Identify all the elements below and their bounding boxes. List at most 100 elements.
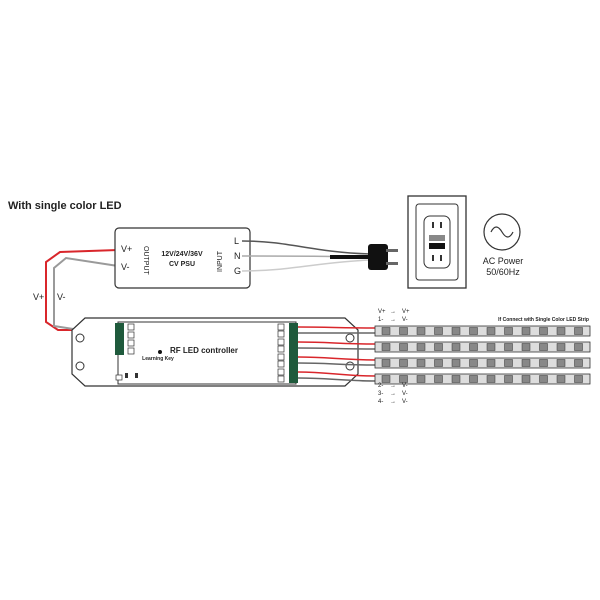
led-chip (521, 359, 531, 367)
wire-vminus (297, 347, 377, 350)
map-to: V- (402, 391, 408, 397)
psu-type: CV PSU (169, 261, 195, 268)
map-to: V- (402, 317, 408, 323)
psu-n-label: N (234, 251, 241, 261)
ac-sine-icon (483, 213, 521, 251)
ac-wire-g (241, 259, 371, 272)
ac-power-label: AC Power (483, 256, 524, 266)
led-chip (399, 327, 408, 335)
arrow: → (390, 399, 396, 405)
led-chip (539, 375, 548, 383)
rf-led-controller (71, 317, 359, 387)
led-chip (434, 359, 443, 367)
led-chip (521, 375, 531, 383)
led-chip (381, 359, 391, 367)
psu-vminus-label: V- (121, 262, 130, 272)
led-chip (399, 343, 408, 351)
learning-key-button (158, 350, 162, 354)
diagram-title: With single color LED (8, 200, 122, 212)
led-chip (539, 327, 548, 335)
controller-name: RF LED controller (170, 346, 238, 355)
map-to: V- (402, 383, 408, 389)
led-chip (539, 343, 548, 351)
psu-l-label: L (234, 236, 239, 246)
map-from: 3- (378, 391, 383, 397)
led-chip (381, 375, 391, 383)
psu-model: 12V/24V/36V (161, 251, 203, 258)
wire-vplus (297, 326, 377, 329)
led-chip (521, 343, 531, 351)
strip-note: If Connect with Single Color LED Strip (498, 317, 589, 323)
arrow: → (390, 391, 396, 397)
led-chip (469, 343, 478, 351)
led-chip (521, 327, 531, 335)
led-strip (374, 357, 591, 369)
led-strip (374, 325, 591, 337)
led-chip (486, 359, 496, 367)
map-from: 2- (378, 383, 383, 389)
led-chip (399, 359, 408, 367)
led-chip (451, 359, 461, 367)
psu-g-label: G (234, 266, 241, 276)
ac-frequency-label: 50/60Hz (486, 267, 520, 277)
plug-icon (368, 244, 398, 270)
learning-key-label: Learning Key (142, 356, 174, 362)
map-to: V+ (402, 309, 410, 315)
output-wires (297, 326, 377, 382)
psu-vplus-label: V+ (121, 244, 132, 254)
output-terminal (289, 323, 298, 383)
led-strip (374, 373, 591, 385)
led-chip (434, 327, 443, 335)
arrow: → (390, 383, 396, 389)
map-from: V+ (378, 309, 386, 315)
led-chip (574, 375, 583, 383)
wire-vplus (297, 356, 377, 361)
led-chip (434, 375, 443, 383)
led-chip (469, 359, 478, 367)
led-chip (556, 343, 566, 351)
led-chip (486, 327, 496, 335)
psu-output-label: OUTPUT (142, 246, 149, 276)
wire-label-vminus: V- (57, 292, 66, 302)
led-chip (399, 375, 408, 383)
wire-vminus (297, 362, 377, 366)
led-chip (416, 375, 426, 383)
led-chip (451, 375, 461, 383)
led-chip (574, 343, 583, 351)
led-chip (486, 343, 496, 351)
wire-vplus (297, 371, 377, 377)
vplus-wire (45, 249, 119, 331)
led-chip (556, 375, 566, 383)
led-chip (451, 343, 461, 351)
map-from: 4- (378, 399, 383, 405)
led-chip (539, 359, 548, 367)
psu-input-label: INPUT (217, 250, 224, 272)
arrow: → (390, 309, 396, 315)
led-chip (556, 327, 566, 335)
led-chip (556, 359, 566, 367)
led-chip (504, 375, 513, 383)
wire-vminus (297, 377, 377, 382)
led-chip (381, 327, 391, 335)
led-chip (504, 327, 513, 335)
led-chip (469, 327, 478, 335)
ac-wire-l (241, 240, 371, 255)
led-strip (374, 341, 591, 353)
wire-vplus (297, 341, 377, 345)
led-chip (434, 343, 443, 351)
wire-label-vplus: V+ (33, 292, 44, 302)
led-chip (416, 327, 426, 335)
arrow: → (390, 317, 396, 323)
led-chip (381, 343, 391, 351)
led-chip (574, 327, 583, 335)
led-chip (416, 359, 426, 367)
led-chip (504, 343, 513, 351)
led-chip (486, 375, 496, 383)
led-chip (574, 359, 583, 367)
led-chip (504, 359, 513, 367)
power-supply: V+ V- OUTPUT 12V/24V/36V CV PSU INPUT L … (114, 227, 251, 289)
led-chip (469, 375, 478, 383)
map-to: V- (402, 399, 408, 405)
led-chip (451, 327, 461, 335)
